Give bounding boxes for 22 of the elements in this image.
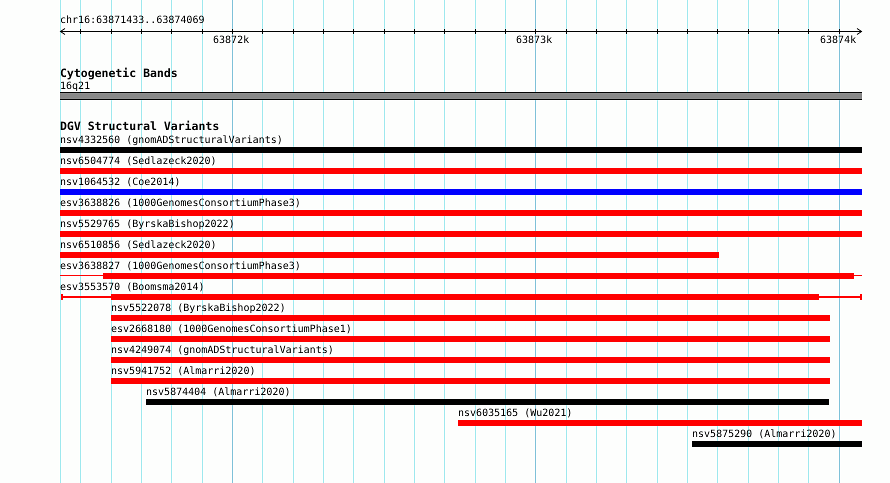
variant-label: nsv5529765 (ByrskaBishop2022): [60, 219, 235, 230]
axis-tick-label: 63873k: [516, 35, 552, 46]
coordinate-range-label: chr16:63871433..63874069: [60, 15, 204, 26]
variant-label: nsv5522078 (ByrskaBishop2022): [111, 303, 286, 314]
variant-label: nsv1064532 (Coe2014): [60, 177, 180, 188]
variant-label: esv3638827 (1000GenomesConsortiumPhase3): [60, 261, 301, 272]
variant-label: nsv6510856 (Sedlazeck2020): [60, 240, 217, 251]
variant-label: esv3638826 (1000GenomesConsortiumPhase3): [60, 198, 301, 209]
track-heading: DGV Structural Variants: [60, 121, 220, 132]
variant-label: nsv5874404 (Almarri2020): [146, 387, 290, 398]
variant-label: nsv6035165 (Wu2021): [458, 408, 572, 419]
variant-label: esv2668180 (1000GenomesConsortiumPhase1): [111, 324, 352, 335]
variant-label: nsv4249074 (gnomADStructuralVariants): [111, 345, 334, 356]
axis-tick-label: 63874k: [820, 35, 856, 46]
band-label: 16q21: [60, 81, 90, 92]
variant-label: esv3553570 (Boomsma2014): [60, 282, 204, 293]
variant-label: nsv5941752 (Almarri2020): [111, 366, 256, 377]
variant-label: nsv5875290 (Almarri2020): [692, 429, 836, 440]
axis-tick-label: 63872k: [213, 35, 250, 46]
track-heading: Cytogenetic Bands: [60, 68, 178, 79]
variant-label: nsv4332560 (gnomADStructuralVariants): [60, 135, 283, 146]
variant-label: nsv6504774 (Sedlazeck2020): [60, 156, 217, 167]
